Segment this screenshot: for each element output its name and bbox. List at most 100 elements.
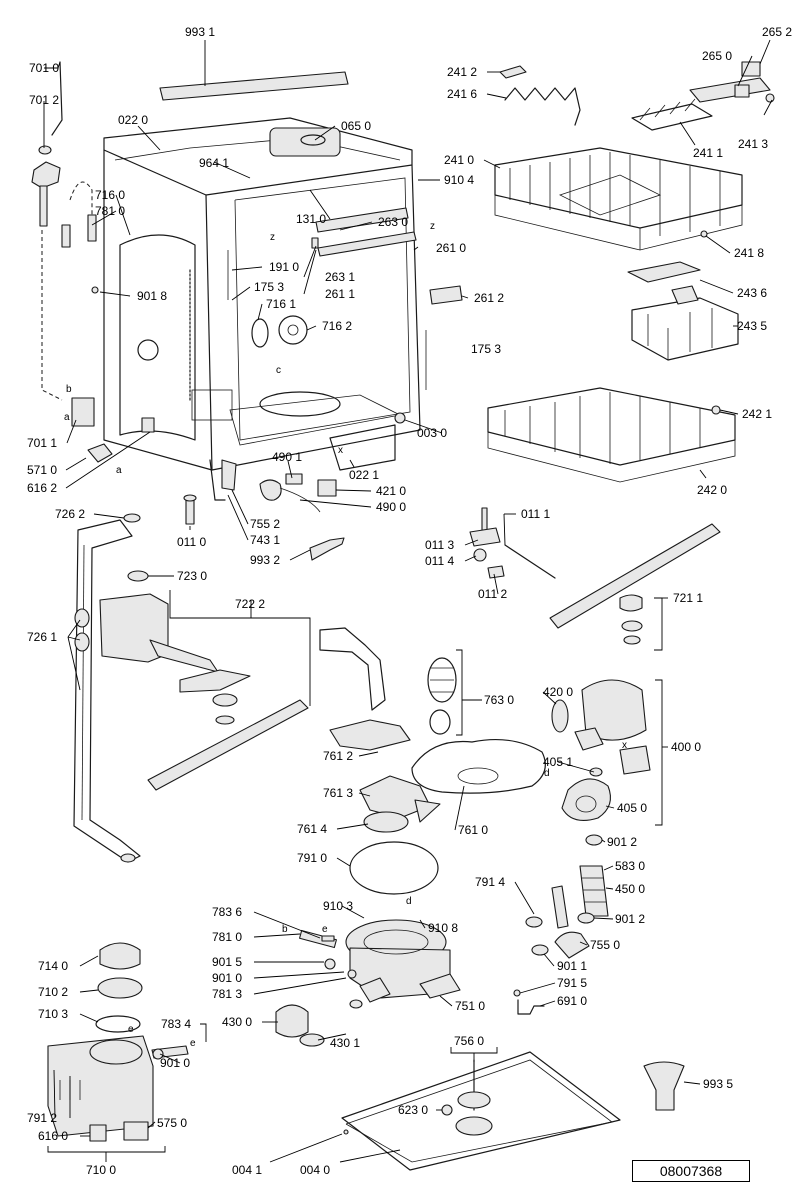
part-label-910-8: 910 8 xyxy=(428,921,458,935)
part-label-261-2: 261 2 xyxy=(474,291,504,305)
part-label-901-2: 901 2 xyxy=(615,912,645,926)
part-label-450-0: 450 0 xyxy=(615,882,645,896)
hinge-assembly-drawing xyxy=(31,61,113,463)
part-label-131-0: 131 0 xyxy=(296,212,326,226)
part-label-265-2: 265 2 xyxy=(762,25,792,39)
part-label-761-4: 761 4 xyxy=(297,822,327,836)
part-label-722-2: 722 2 xyxy=(235,597,265,611)
callout-letter-a: a xyxy=(64,412,70,423)
part-label-993-1: 993 1 xyxy=(185,25,215,39)
callout-letter-d: d xyxy=(544,768,550,779)
part-label-583-0: 583 0 xyxy=(615,859,645,873)
part-label-571-0: 571 0 xyxy=(27,463,57,477)
part-label-716-0: 716 0 xyxy=(95,188,125,202)
part-label-004-1: 004 1 xyxy=(232,1163,262,1177)
part-label-910-3: 910 3 xyxy=(323,899,353,913)
callout-letter-z: z xyxy=(270,232,275,243)
part-label-701-0: 701 0 xyxy=(29,61,59,75)
part-label-723-0: 723 0 xyxy=(177,569,207,583)
part-label-261-1: 261 1 xyxy=(325,287,355,301)
part-label-993-5: 993 5 xyxy=(703,1077,733,1091)
part-label-241-3: 241 3 xyxy=(738,137,768,151)
cutlery-basket-drawing xyxy=(627,261,739,361)
part-label-430-0: 430 0 xyxy=(222,1015,252,1029)
water-softener-drawing xyxy=(47,942,189,1142)
part-label-623-0: 623 0 xyxy=(398,1103,428,1117)
part-label-791-5: 791 5 xyxy=(557,976,587,990)
part-label-901-2: 901 2 xyxy=(607,835,637,849)
drain-hose-drawing xyxy=(513,834,609,1015)
part-label-400-0: 400 0 xyxy=(671,740,701,754)
upper-basket-drawing xyxy=(494,147,743,251)
part-label-242-0: 242 0 xyxy=(697,483,727,497)
lower-spray-arm-drawing xyxy=(99,570,309,791)
part-label-175-3: 175 3 xyxy=(471,342,501,356)
callout-letter-e: e xyxy=(128,1024,134,1035)
top-rail-parts-drawing xyxy=(499,61,775,238)
part-label-175-3: 175 3 xyxy=(254,280,284,294)
part-label-714-0: 714 0 xyxy=(38,959,68,973)
part-label-241-2: 241 2 xyxy=(447,65,477,79)
part-label-241-6: 241 6 xyxy=(447,87,477,101)
part-label-751-0: 751 0 xyxy=(455,999,485,1013)
part-label-405-0: 405 0 xyxy=(617,801,647,815)
part-labels: 993 1 701 0 701 2 022 0 065 0 964 1 910 … xyxy=(27,25,792,1177)
part-label-243-5: 243 5 xyxy=(737,319,767,333)
callout-letter-d: d xyxy=(406,896,412,907)
part-label-421-0: 421 0 xyxy=(376,484,406,498)
part-label-964-1: 964 1 xyxy=(199,156,229,170)
part-label-430-1: 430 1 xyxy=(330,1036,360,1050)
part-label-901-5: 901 5 xyxy=(212,955,242,969)
part-label-710-2: 710 2 xyxy=(38,985,68,999)
part-label-726-2: 726 2 xyxy=(55,507,85,521)
part-label-901-1: 901 1 xyxy=(557,959,587,973)
document-number: 08007368 xyxy=(632,1160,750,1182)
part-label-755-0: 755 0 xyxy=(590,938,620,952)
callout-letters: a a b b c d d e e e x x z z xyxy=(64,221,627,1049)
callout-letter-e: e xyxy=(322,924,328,935)
part-label-022-1: 022 1 xyxy=(349,468,379,482)
leader-lines xyxy=(43,39,773,1163)
part-label-755-2: 755 2 xyxy=(250,517,280,531)
part-label-901-8: 901 8 xyxy=(137,289,167,303)
part-label-405-1: 405 1 xyxy=(543,755,573,769)
part-label-781-0: 781 0 xyxy=(95,204,125,218)
base-pan-drawing xyxy=(341,1051,685,1171)
part-label-761-2: 761 2 xyxy=(323,749,353,763)
part-label-011-4: 011 4 xyxy=(425,554,454,568)
part-label-761-3: 761 3 xyxy=(323,786,353,800)
part-label-263-0: 263 0 xyxy=(378,215,408,229)
callout-letter-z: z xyxy=(430,221,435,232)
part-label-004-0: 004 0 xyxy=(300,1163,330,1177)
lower-small-parts-drawing xyxy=(141,417,345,561)
part-label-761-0: 761 0 xyxy=(458,823,488,837)
part-label-003-0: 003 0 xyxy=(417,426,447,440)
part-label-743-1: 743 1 xyxy=(250,533,280,547)
lower-basket-drawing xyxy=(487,387,736,483)
mounting-bracket-drawing xyxy=(469,507,556,579)
part-label-022-0: 022 0 xyxy=(118,113,148,127)
part-label-261-0: 261 0 xyxy=(436,241,466,255)
part-label-243-6: 243 6 xyxy=(737,286,767,300)
part-label-781-3: 781 3 xyxy=(212,987,242,1001)
part-label-242-1: 242 1 xyxy=(742,407,772,421)
part-label-490-1: 490 1 xyxy=(272,450,302,464)
part-label-901-0: 901 0 xyxy=(160,1056,190,1070)
part-label-791-0: 791 0 xyxy=(297,851,327,865)
part-label-721-1: 721 1 xyxy=(673,591,703,605)
callout-letter-x: x xyxy=(338,445,343,456)
seal-strip-drawing xyxy=(159,71,349,101)
part-label-716-1: 716 1 xyxy=(266,297,296,311)
part-label-616-2: 616 2 xyxy=(27,481,57,495)
callout-letter-b: b xyxy=(282,924,288,935)
part-label-783-6: 783 6 xyxy=(212,905,242,919)
part-label-241-1: 241 1 xyxy=(693,146,723,160)
part-label-191-0: 191 0 xyxy=(269,260,299,274)
part-label-791-4: 791 4 xyxy=(475,875,505,889)
part-label-575-0: 575 0 xyxy=(157,1116,187,1130)
part-label-241-8: 241 8 xyxy=(734,246,764,260)
part-label-756-0: 756 0 xyxy=(454,1034,484,1048)
part-label-263-1: 263 1 xyxy=(325,270,355,284)
sump-filter-assembly-drawing xyxy=(319,627,546,895)
